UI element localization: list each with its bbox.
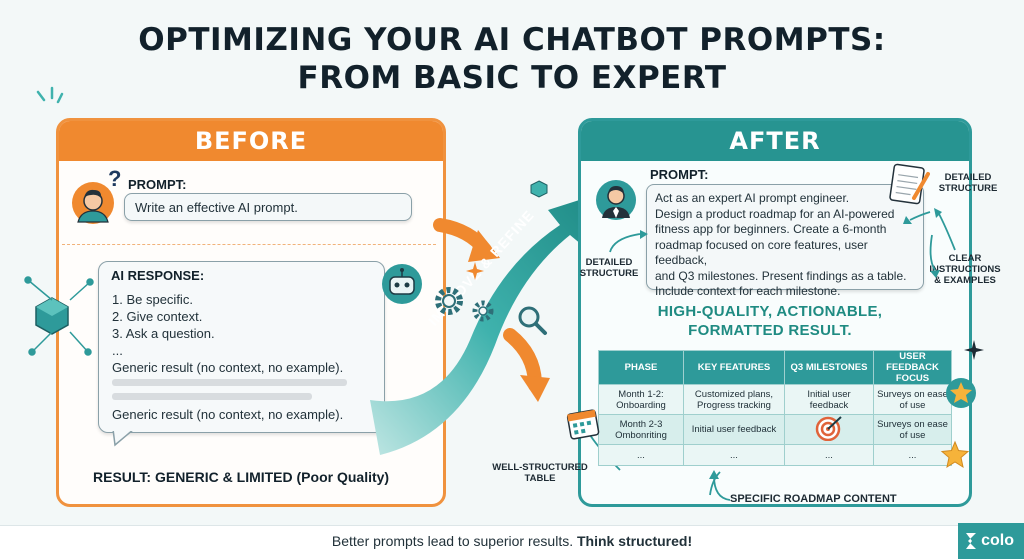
table-cell: Surveys on ease of use: [873, 384, 952, 415]
notepad-icon: [889, 163, 930, 205]
connector-lines-icon: [24, 276, 94, 356]
callout-arrows: [589, 208, 956, 496]
logo-text: colo: [981, 532, 1014, 549]
after-prompt-line-2: Design a product roadmap for an AI-power…: [655, 206, 895, 221]
expert-user-avatar-icon: [596, 180, 636, 220]
cube-icon: [530, 180, 548, 198]
after-header: AFTER: [581, 121, 969, 161]
after-prompt-line-6: Include context for each milestone.: [655, 284, 841, 298]
placeholder-bar: [112, 379, 347, 386]
question-mark-icon: ?: [108, 166, 122, 191]
after-prompt-box: Act as an expert AI prompt engineer. Des…: [646, 184, 924, 298]
before-divider: [62, 244, 436, 245]
response-line-6: Generic result (no context, no example).: [112, 407, 344, 422]
response-line-1: 1. Be specific.: [112, 292, 193, 307]
table-cell: Initial user feedback: [784, 384, 874, 415]
table-cell: Initial user feedback: [683, 414, 785, 445]
star-badge-icon: [946, 378, 976, 408]
callout-clear-instructions: CLEAR INSTRUCTIONS & EXAMPLES: [929, 253, 1001, 286]
table-cell: ...: [873, 444, 952, 466]
table-cell: Month 2-3 Ombonriting: [598, 414, 684, 445]
table-cell-target: [784, 414, 874, 445]
before-header: BEFORE: [59, 121, 443, 161]
response-line-3: 3. Ask a question.: [112, 326, 215, 341]
table-cell: Customized plans, Progress tracking: [683, 384, 785, 415]
footer-text-bold: Think structured!: [576, 533, 693, 549]
response-line-2: 2. Give context.: [112, 309, 203, 324]
table-row: Month 1-2: Onboarding Customized plans, …: [598, 384, 952, 415]
confused-user-avatar-icon: [72, 182, 114, 224]
table-header-user-feedback: USER FEEDBACK FOCUS: [873, 350, 952, 385]
table-header-key-features: KEY FEATURES: [683, 350, 785, 385]
before-prompt-label: PROMPT:: [128, 177, 187, 192]
star-icon: [940, 440, 970, 469]
sparkle-icon: [466, 262, 484, 280]
sparkle-lines-icon: [36, 86, 64, 104]
response-line-4: ...: [112, 343, 123, 358]
placeholder-bar: [112, 393, 312, 400]
ai-response-bubble: [98, 261, 385, 433]
after-result-line-2: FORMATTED RESULT.: [688, 322, 852, 339]
table-cell: ...: [683, 444, 785, 466]
page-title-line-1: OPTIMIZING YOUR AI CHATBOT PROMPTS:: [138, 22, 886, 58]
callout-detailed-structure-right: DETAILED STRUCTURE: [938, 172, 998, 194]
callout-detailed-structure-left: DETAILED STRUCTURE: [579, 257, 639, 279]
before-prompt-input: Write an effective AI prompt.: [124, 193, 412, 221]
hexagon-gem-icon: [35, 297, 69, 335]
footer-text: Better prompts lead to superior results.…: [0, 533, 1024, 549]
page-title-line-2: FROM BASIC TO EXPERT: [297, 60, 727, 96]
after-prompt-line-3: fitness app for beginners. Create a 6-mo…: [655, 222, 887, 236]
logo-mark-icon: [966, 533, 976, 549]
robot-icon: [382, 264, 422, 304]
before-prompt-text: Write an effective AI prompt.: [135, 200, 298, 215]
ai-response-label: AI RESPONSE:: [111, 268, 205, 283]
roadmap-table: PHASE KEY FEATURES Q3 MILESTONES USER FE…: [598, 350, 952, 466]
gear-small-icon: [472, 300, 494, 322]
table-row: Month 2-3 Ombonriting Initial user feedb…: [598, 414, 952, 445]
target-icon: [815, 416, 842, 442]
after-result-line-1: HIGH-QUALITY, ACTIONABLE,: [657, 303, 883, 320]
response-line-5: Generic result (no context, no example).: [112, 360, 344, 375]
footer-bar: [0, 525, 1024, 560]
improve-arrow-icon: [370, 195, 595, 455]
after-prompt-line-4: roadmap focused on core features, user f…: [655, 237, 868, 268]
table-header-phase: PHASE: [598, 350, 684, 385]
before-result: RESULT: GENERIC & LIMITED (Poor Quality): [93, 469, 390, 485]
callout-specific-roadmap: SPECIFIC ROADMAP CONTENT: [730, 493, 897, 505]
callout-well-structured-table: WELL-STRUCTURED TABLE: [492, 462, 588, 484]
table-header-row: PHASE KEY FEATURES Q3 MILESTONES USER FE…: [598, 350, 952, 385]
magnifier-icon: [518, 306, 547, 335]
table-cell: ...: [598, 444, 684, 466]
bubble-tail-icon: [112, 429, 136, 447]
footer-text-regular: Better prompts lead to superior results.: [331, 533, 577, 549]
after-prompt-line-5: and Q3 milestones. Present findings as a…: [655, 268, 907, 283]
table-cell: ...: [784, 444, 874, 466]
after-prompt-line-1: Act as an expert AI prompt engineer.: [655, 191, 850, 205]
table-row: ... ... ... ...: [598, 444, 952, 466]
table-cell: Month 1-2: Onboarding: [598, 384, 684, 415]
callout-arrow-roadmap: [709, 470, 731, 501]
sparkle-icon: [964, 340, 984, 360]
after-prompt-label: PROMPT:: [650, 167, 709, 182]
table-header-q3-milestones: Q3 MILESTONES: [784, 350, 874, 385]
calendar-icon: [566, 409, 600, 440]
gear-icon: [435, 287, 463, 315]
